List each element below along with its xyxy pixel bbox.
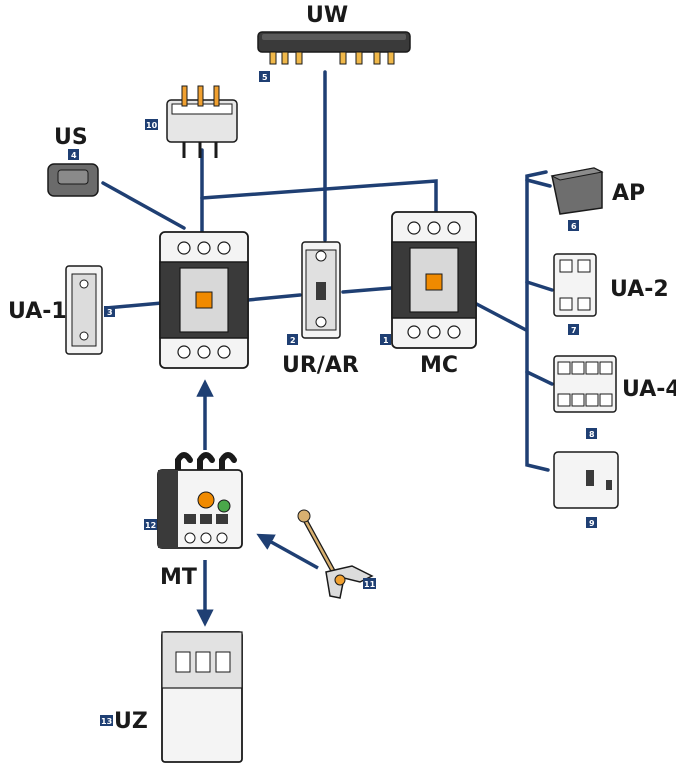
badge-lever11: 11 [363, 578, 376, 589]
label-uw: UW [306, 3, 348, 28]
arrow-lever-to-mt [256, 533, 319, 570]
timer-block-9 [553, 451, 619, 509]
terminal-block-10 [166, 85, 238, 158]
mc-contactor [391, 211, 477, 349]
badge-mt-text: 12 [145, 521, 156, 530]
uz-mount [161, 631, 243, 763]
badge-block9: 9 [586, 517, 597, 528]
badge-ua1: 3 [104, 306, 115, 317]
badge-mt: 12 [144, 519, 157, 530]
badge-terminal10: 10 [145, 119, 158, 130]
connector-bus-to-ua2 [525, 280, 554, 292]
urar-module [301, 241, 341, 339]
badge-uw-text: 5 [262, 73, 268, 82]
label-uz: UZ [114, 709, 148, 734]
label-us: US [54, 125, 88, 150]
badge-uz-text: 13 [101, 717, 112, 726]
label-ua1: UA-1 [8, 299, 67, 324]
badge-lever11-text: 11 [364, 580, 376, 589]
badge-ua2-text: 7 [571, 326, 577, 335]
ua2-aux-block [553, 253, 597, 317]
label-mc: MC [420, 353, 458, 378]
arrows [196, 379, 319, 627]
label-mt: MT [160, 565, 197, 590]
ua1-side-aux [65, 265, 103, 355]
badge-uz: 13 [100, 715, 113, 726]
badge-terminal10-text: 10 [146, 121, 158, 130]
connector-vertical-bus [525, 170, 550, 472]
badge-urar: 2 [287, 334, 298, 345]
badge-ua4-text: 8 [589, 430, 595, 439]
connector-ua1-to-left-contactor [104, 301, 164, 310]
connector-bus-to-ap [525, 178, 552, 188]
badge-uw: 5 [259, 71, 270, 82]
connector-bus-to-ua4 [525, 370, 554, 386]
ap-cover [550, 167, 604, 215]
ua4-aux-block [553, 355, 617, 413]
badge-ua4: 8 [586, 428, 597, 439]
left-contactor [159, 231, 249, 369]
connector-us-to-left-contactor [101, 181, 186, 230]
connector-lines [101, 70, 554, 472]
mt-overload-relay [157, 452, 243, 549]
uw-busbar [257, 31, 411, 65]
badge-ap-text: 6 [571, 222, 577, 231]
connector-left-to-urar [246, 293, 302, 302]
badge-ua1-text: 3 [107, 308, 113, 317]
badge-block9-text: 9 [589, 519, 595, 528]
badge-mc: 1 [380, 334, 391, 345]
label-ua2: UA-2 [610, 277, 669, 302]
badge-ap: 6 [568, 220, 579, 231]
badge-urar-text: 2 [290, 336, 296, 345]
connector-top-bridge [200, 179, 438, 214]
badge-mc-text: 1 [383, 336, 389, 345]
label-urar: UR/AR [282, 353, 359, 378]
label-ap: AP [612, 181, 645, 206]
label-ua4: UA-4 [622, 377, 676, 402]
badge-ua2: 7 [568, 324, 579, 335]
badge-us: 4 [68, 149, 79, 160]
us-cover [47, 163, 99, 197]
reset-lever-11 [297, 509, 374, 599]
badge-us-text: 4 [71, 151, 77, 160]
